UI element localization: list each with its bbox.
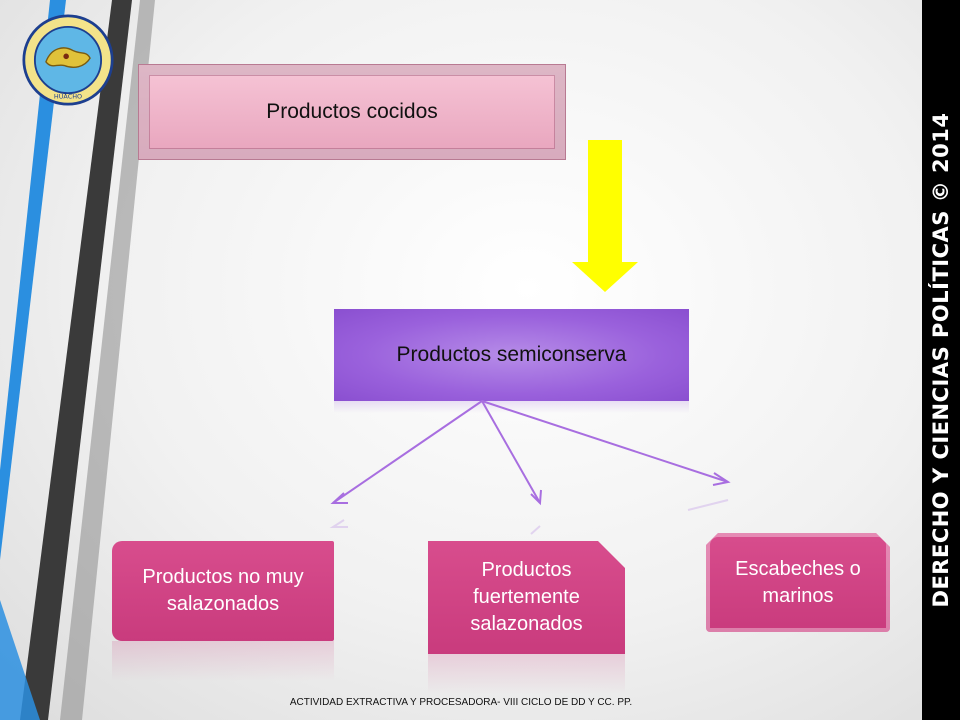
right-sidebar: DERECHO Y CIENCIAS POLÍTICAS © 2014 [922, 0, 960, 720]
blue-corner [0, 600, 40, 720]
child-box-low-salted: Productos no muy salazonados [112, 541, 334, 641]
low-salted-reflection [112, 641, 334, 681]
decorative-stripes [0, 0, 155, 720]
cooked-products-box: Productos cocidos [138, 64, 566, 160]
child-label-marinated: Escabeches o marinos [735, 557, 861, 607]
grey-stripe [60, 0, 155, 720]
semiconserve-products-box: Productos semiconserva [334, 309, 689, 401]
cooked-products-label: Productos cocidos [266, 100, 438, 123]
child-box-marinated: Escabeches o marinos [706, 533, 890, 632]
university-logo: HUACHO [22, 14, 114, 106]
sidebar-title: DERECHO Y CIENCIAS POLÍTICAS © 2014 [929, 112, 953, 608]
semiconserve-products-label: Productos semiconserva [396, 343, 627, 366]
logo-bottom-text: HUACHO [54, 93, 82, 101]
dark-stripe [20, 0, 132, 720]
child-label-heavily-salted: Productos fuertemente salazonados [470, 559, 583, 635]
heavily-salted-reflection [428, 654, 625, 694]
footer-text: ACTIVIDAD EXTRACTIVA Y PROCESADORA- VIII… [289, 697, 633, 708]
child-box-heavily-salted: Productos fuertemente salazonados [428, 541, 625, 654]
semiconserve-reflection [334, 401, 689, 413]
blue-stripe [0, 0, 66, 560]
child-label-low-salted: Productos no muy salazonados [142, 566, 304, 615]
